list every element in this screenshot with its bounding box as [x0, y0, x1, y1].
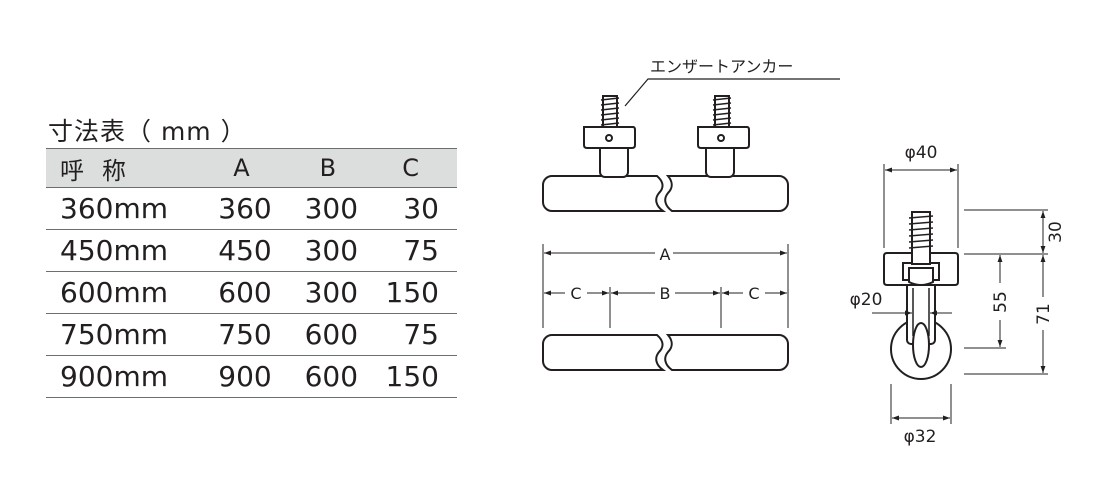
bar-left-segment — [542, 175, 667, 212]
cell-c: 150 — [358, 355, 457, 398]
dim-a-label: A — [660, 245, 671, 264]
inner-tube — [912, 322, 930, 368]
cell-c: 75 — [358, 313, 457, 356]
cell-b: 300 — [271, 271, 359, 314]
dim-71-label: 71 — [1034, 303, 1054, 325]
table-row: 450mm 450 300 75 — [46, 229, 457, 272]
cell-c: 75 — [358, 229, 457, 272]
cell-nominal: 750mm — [46, 313, 191, 356]
table-row: 750mm 750 600 75 — [46, 313, 457, 356]
cell-c: 150 — [358, 271, 457, 314]
dim-c-left-label: C — [570, 284, 581, 303]
anchor-label: エンザートアンカー — [650, 57, 793, 76]
threaded-stud — [911, 211, 931, 265]
cell-a: 450 — [190, 229, 272, 272]
bar-right-segment — [664, 175, 789, 212]
header-b: B — [271, 148, 359, 188]
cell-a: 900 — [190, 355, 272, 398]
anchor-leader-line — [624, 78, 840, 107]
header-c: C — [358, 148, 457, 188]
side-view — [883, 211, 959, 380]
dim-30-label: 30 — [1046, 221, 1066, 243]
dia-32-label: φ32 — [904, 427, 937, 447]
cell-nominal: 360mm — [46, 187, 191, 230]
cell-a: 750 — [190, 313, 272, 356]
dimension-lines-side — [872, 164, 1048, 424]
dia-40-label: φ40 — [905, 143, 938, 163]
cell-nominal: 450mm — [46, 229, 191, 272]
cell-b: 600 — [271, 355, 359, 398]
top-view — [542, 334, 789, 371]
cell-c: 30 — [358, 187, 457, 230]
table-row: 900mm 900 600 150 — [46, 355, 457, 398]
dimension-lines-abc — [542, 244, 789, 328]
cell-b: 600 — [271, 313, 359, 356]
bar-left-segment-top — [542, 334, 667, 371]
dim-c-right-label: C — [748, 284, 759, 303]
bracket-left — [583, 95, 636, 178]
table-header-row: 呼称 A B C — [46, 148, 457, 188]
bar-right-segment-top — [664, 334, 789, 371]
cell-b: 300 — [271, 229, 359, 272]
dim-55-label: 55 — [991, 291, 1011, 313]
bracket-right — [697, 95, 750, 178]
header-nominal: 呼称 — [46, 148, 191, 188]
table-row: 600mm 600 300 150 — [46, 271, 457, 314]
table-row: 360mm 360 300 30 — [46, 187, 457, 230]
cell-nominal: 900mm — [46, 355, 191, 398]
dimension-table-title: 寸法表（ mm ） — [48, 117, 247, 146]
cell-b: 300 — [271, 187, 359, 230]
front-view — [542, 78, 840, 212]
dia-20-label: φ20 — [850, 290, 883, 310]
header-a: A — [190, 148, 272, 188]
cell-a: 360 — [190, 187, 272, 230]
dimension-table: 呼称 A B C 360mm 360 300 30 450mm 450 300 … — [46, 148, 457, 398]
dim-b-label: B — [660, 284, 671, 303]
cell-nominal: 600mm — [46, 271, 191, 314]
cell-a: 600 — [190, 271, 272, 314]
